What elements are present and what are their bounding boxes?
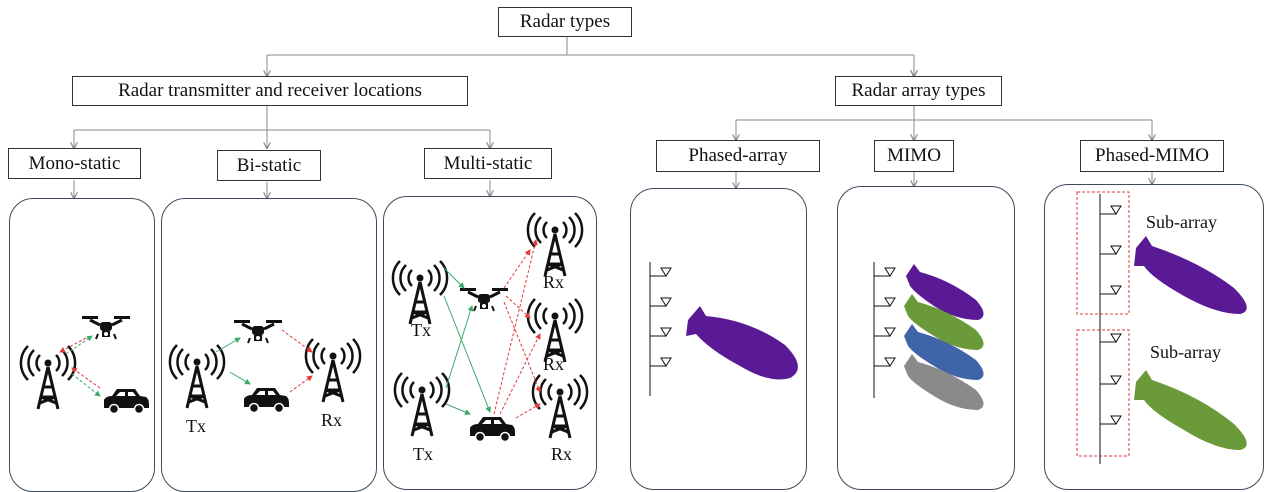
beam-gray-1 (904, 354, 984, 410)
drone-icon (80, 314, 132, 341)
sub-array-label-1: Sub-array (1146, 212, 1217, 232)
mono-static-node: Mono-static (8, 148, 141, 179)
multi-rx1-label: Rx (543, 272, 565, 292)
bi-static-node: Bi-static (217, 150, 321, 181)
beam-blue-1 (904, 324, 984, 380)
phased-mimo-illustration (1076, 191, 1247, 464)
mono-static-illustration (19, 314, 150, 415)
location-node: Radar transmitter and receiver locations (72, 76, 468, 106)
rx3-tower-icon (531, 373, 589, 440)
phased-array-node: Phased-array (656, 140, 820, 172)
rx-tower-icon (304, 337, 362, 404)
bi-tx-label: Tx (186, 416, 206, 436)
multi-rx2-label: Rx (543, 354, 565, 374)
car-icon (243, 387, 290, 414)
phased-mimo-node: Phased-MIMO (1080, 140, 1224, 172)
beam-purple-1 (906, 264, 984, 320)
multi-tx2-label: Tx (413, 444, 433, 464)
beam-green-1 (904, 294, 984, 350)
sub-array-label-2: Sub-array (1150, 342, 1221, 362)
sub-array-frame-1 (1076, 191, 1130, 315)
tx-tower-icon (168, 343, 226, 410)
root-node: Radar types (498, 7, 632, 37)
tx2-tower-icon (393, 371, 451, 438)
tower-icon (19, 344, 77, 411)
tx1-tower-icon (391, 259, 449, 326)
multi-tx1-label: Tx (411, 320, 431, 340)
sub-array-frame-2 (1076, 329, 1130, 457)
multi-static-node: Multi-static (424, 148, 552, 179)
drone-icon (232, 318, 284, 345)
multi-static-illustration (391, 211, 589, 443)
beam-purple-2 (1134, 236, 1247, 314)
beam-green-2 (1134, 370, 1247, 450)
mimo-illustration (873, 262, 984, 410)
car-icon (103, 388, 150, 415)
car-icon (469, 416, 516, 443)
array-node: Radar array types (835, 76, 1002, 106)
bi-rx-label: Rx (321, 410, 343, 430)
multi-rx3-label: Rx (551, 444, 573, 464)
bi-static-illustration (168, 318, 362, 414)
rx1-tower-icon (526, 211, 584, 278)
rx2-tower-icon (526, 297, 584, 364)
mimo-node: MIMO (874, 140, 954, 172)
phased-array-illustration (649, 262, 798, 396)
bi-static-panel (161, 198, 377, 492)
drone-icon (458, 286, 510, 313)
mono-static-panel (9, 198, 155, 492)
beam-purple (686, 306, 798, 380)
